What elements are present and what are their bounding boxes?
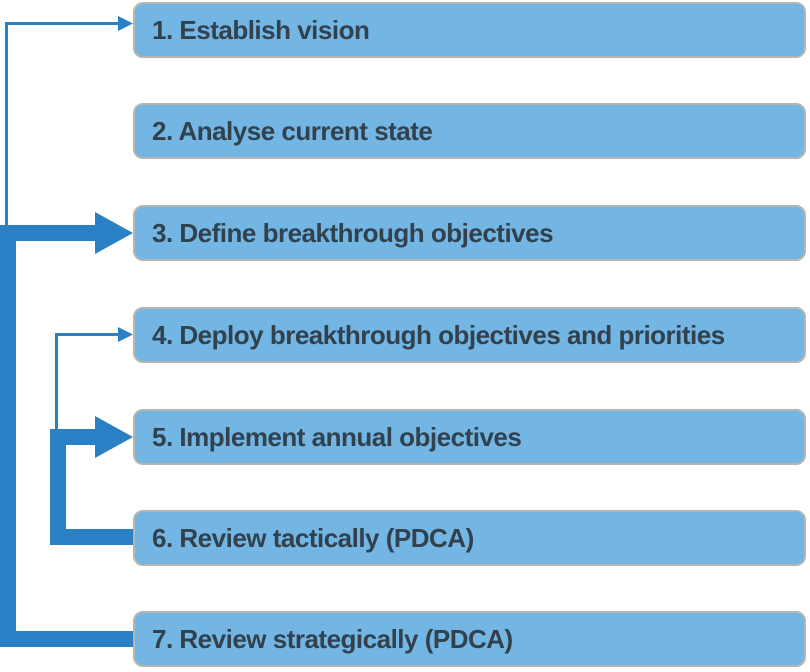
- step-box-6: 6. Review tactically (PDCA): [133, 510, 806, 566]
- step-box-4: 4. Deploy breakthrough objectives and pr…: [133, 307, 806, 363]
- step-box-3: 3. Define breakthrough objectives: [133, 205, 806, 261]
- feedback-arrow-6-to-5: [50, 416, 134, 545]
- step-label-6: 6. Review tactically (PDCA): [152, 522, 474, 553]
- step-label-5: 5. Implement annual objectives: [152, 421, 522, 452]
- feedback-arrow-7-to-3: [0, 212, 134, 647]
- arrowhead-into-box-5: [95, 416, 133, 458]
- feedback-arrow-6-to-4: [55, 327, 133, 440]
- step-label-2: 2. Analyse current state: [152, 115, 433, 146]
- arrowhead-into-box-3: [95, 212, 133, 254]
- step-label-3: 3. Define breakthrough objectives: [152, 217, 554, 248]
- arrowhead-into-box-1: [118, 16, 133, 31]
- step-label-4: 4. Deploy breakthrough objectives and pr…: [152, 319, 725, 350]
- step-box-7: 7. Review strategically (PDCA): [133, 611, 806, 667]
- step-label-1: 1. Establish vision: [152, 14, 370, 45]
- arrowhead-into-box-4: [118, 327, 133, 342]
- step-box-2: 2. Analyse current state: [133, 103, 806, 159]
- step-box-1: 1. Establish vision: [133, 2, 806, 58]
- feedback-arrow-7-to-1: [5, 16, 133, 240]
- step-label-7: 7. Review strategically (PDCA): [152, 623, 513, 654]
- step-box-5: 5. Implement annual objectives: [133, 409, 806, 465]
